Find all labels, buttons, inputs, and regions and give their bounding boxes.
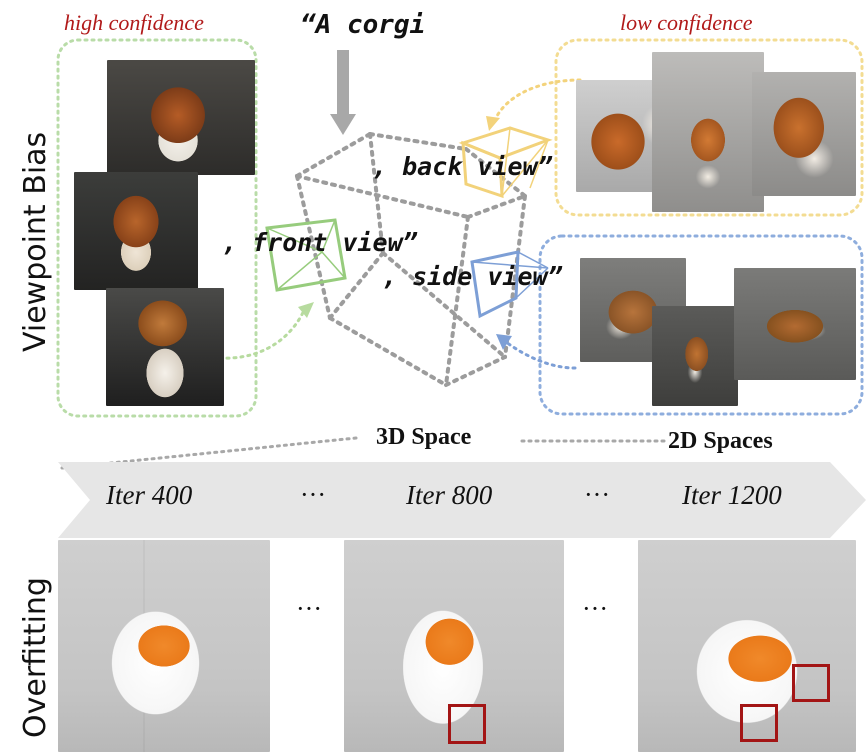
space-3d-label: 3D Space [376, 424, 472, 450]
render-iter-1200 [638, 540, 856, 752]
timeline-arrow [58, 462, 866, 538]
side-view-box [538, 234, 864, 416]
timeline-ellipsis-1: ··· [300, 480, 326, 509]
side-camera-icon [470, 250, 549, 319]
corgi-side-photo-2 [652, 306, 738, 406]
yellow-arrow [492, 78, 582, 124]
yellow-arrowhead [486, 116, 500, 131]
blue-arrow [504, 340, 577, 370]
high-confidence-box [56, 38, 258, 418]
timeline-ellipsis-2: ··· [584, 480, 610, 509]
wireframe-cube [295, 132, 527, 387]
prompt-arrow [330, 50, 356, 135]
render-iter-400 [58, 540, 270, 752]
render-ellipsis-1: ··· [296, 594, 322, 623]
corgi-front-photo-2 [74, 172, 198, 290]
artifact-box-1 [448, 704, 486, 744]
corgi-front-photo-1 [107, 60, 255, 175]
corgi-back-photo-2 [652, 52, 764, 212]
spaces-2d-label: 2D Spaces [668, 428, 773, 454]
iter-400-label: Iter 400 [106, 480, 193, 510]
render-ellipsis-2: ··· [582, 594, 608, 623]
corgi-front-photo-3 [106, 288, 224, 406]
artifact-box-3 [792, 664, 830, 702]
front-camera-icon [265, 218, 347, 292]
high-confidence-label: high confidence [64, 10, 204, 35]
artifact-box-2 [740, 704, 778, 742]
front-view-text: , front view” [222, 228, 418, 257]
low-confidence-label: low confidence [620, 10, 753, 35]
back-view-text: , back view” [372, 152, 553, 181]
corgi-back-photo-3 [752, 72, 856, 196]
corgi-side-photo-3 [734, 268, 856, 380]
green-arrowhead [298, 302, 314, 318]
side-view-text: , side view” [382, 262, 563, 291]
prompt-text: “A corgi [300, 10, 426, 40]
back-camera-icon [458, 126, 553, 199]
iter-800-label: Iter 800 [406, 480, 493, 510]
render-iter-800 [344, 540, 564, 752]
iter-1200-label: Iter 1200 [682, 480, 782, 510]
green-arrow [218, 304, 308, 360]
blue-arrowhead [496, 334, 512, 350]
